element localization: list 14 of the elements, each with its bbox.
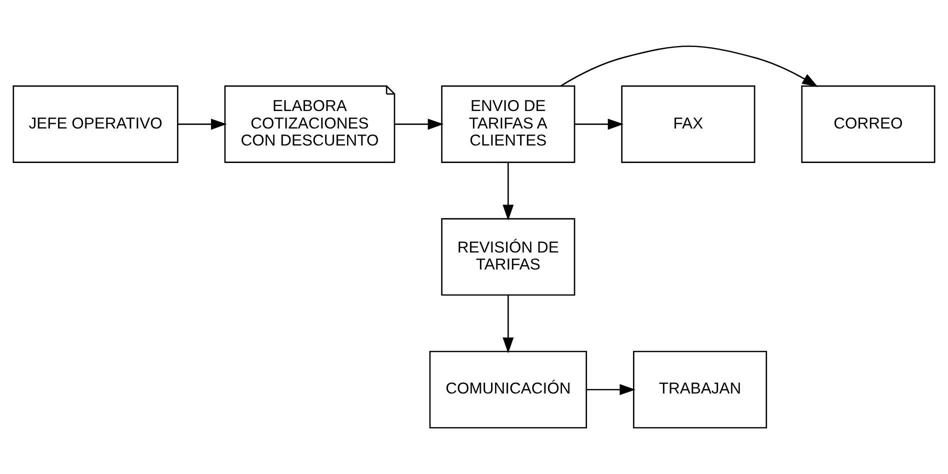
node-box: REVISIÓN DE TARIFAS: [441, 218, 576, 296]
arrow: [394, 118, 444, 130]
arrow: [178, 118, 227, 130]
node-box: TRABAJAN: [633, 350, 768, 428]
node-box: FAX: [621, 85, 756, 163]
arrow: [586, 384, 636, 396]
node-box: CORREO: [801, 85, 936, 163]
node-box: COMUNICACIÓN: [429, 350, 588, 428]
arrow: [560, 46, 818, 87]
arrow: [502, 162, 514, 221]
arrow: [574, 118, 624, 130]
arrow: [502, 295, 514, 354]
node-box: JEFE OPERATIVO: [12, 85, 178, 163]
node-box: ENVIO DE TARIFAS A CLIENTES: [441, 85, 576, 163]
